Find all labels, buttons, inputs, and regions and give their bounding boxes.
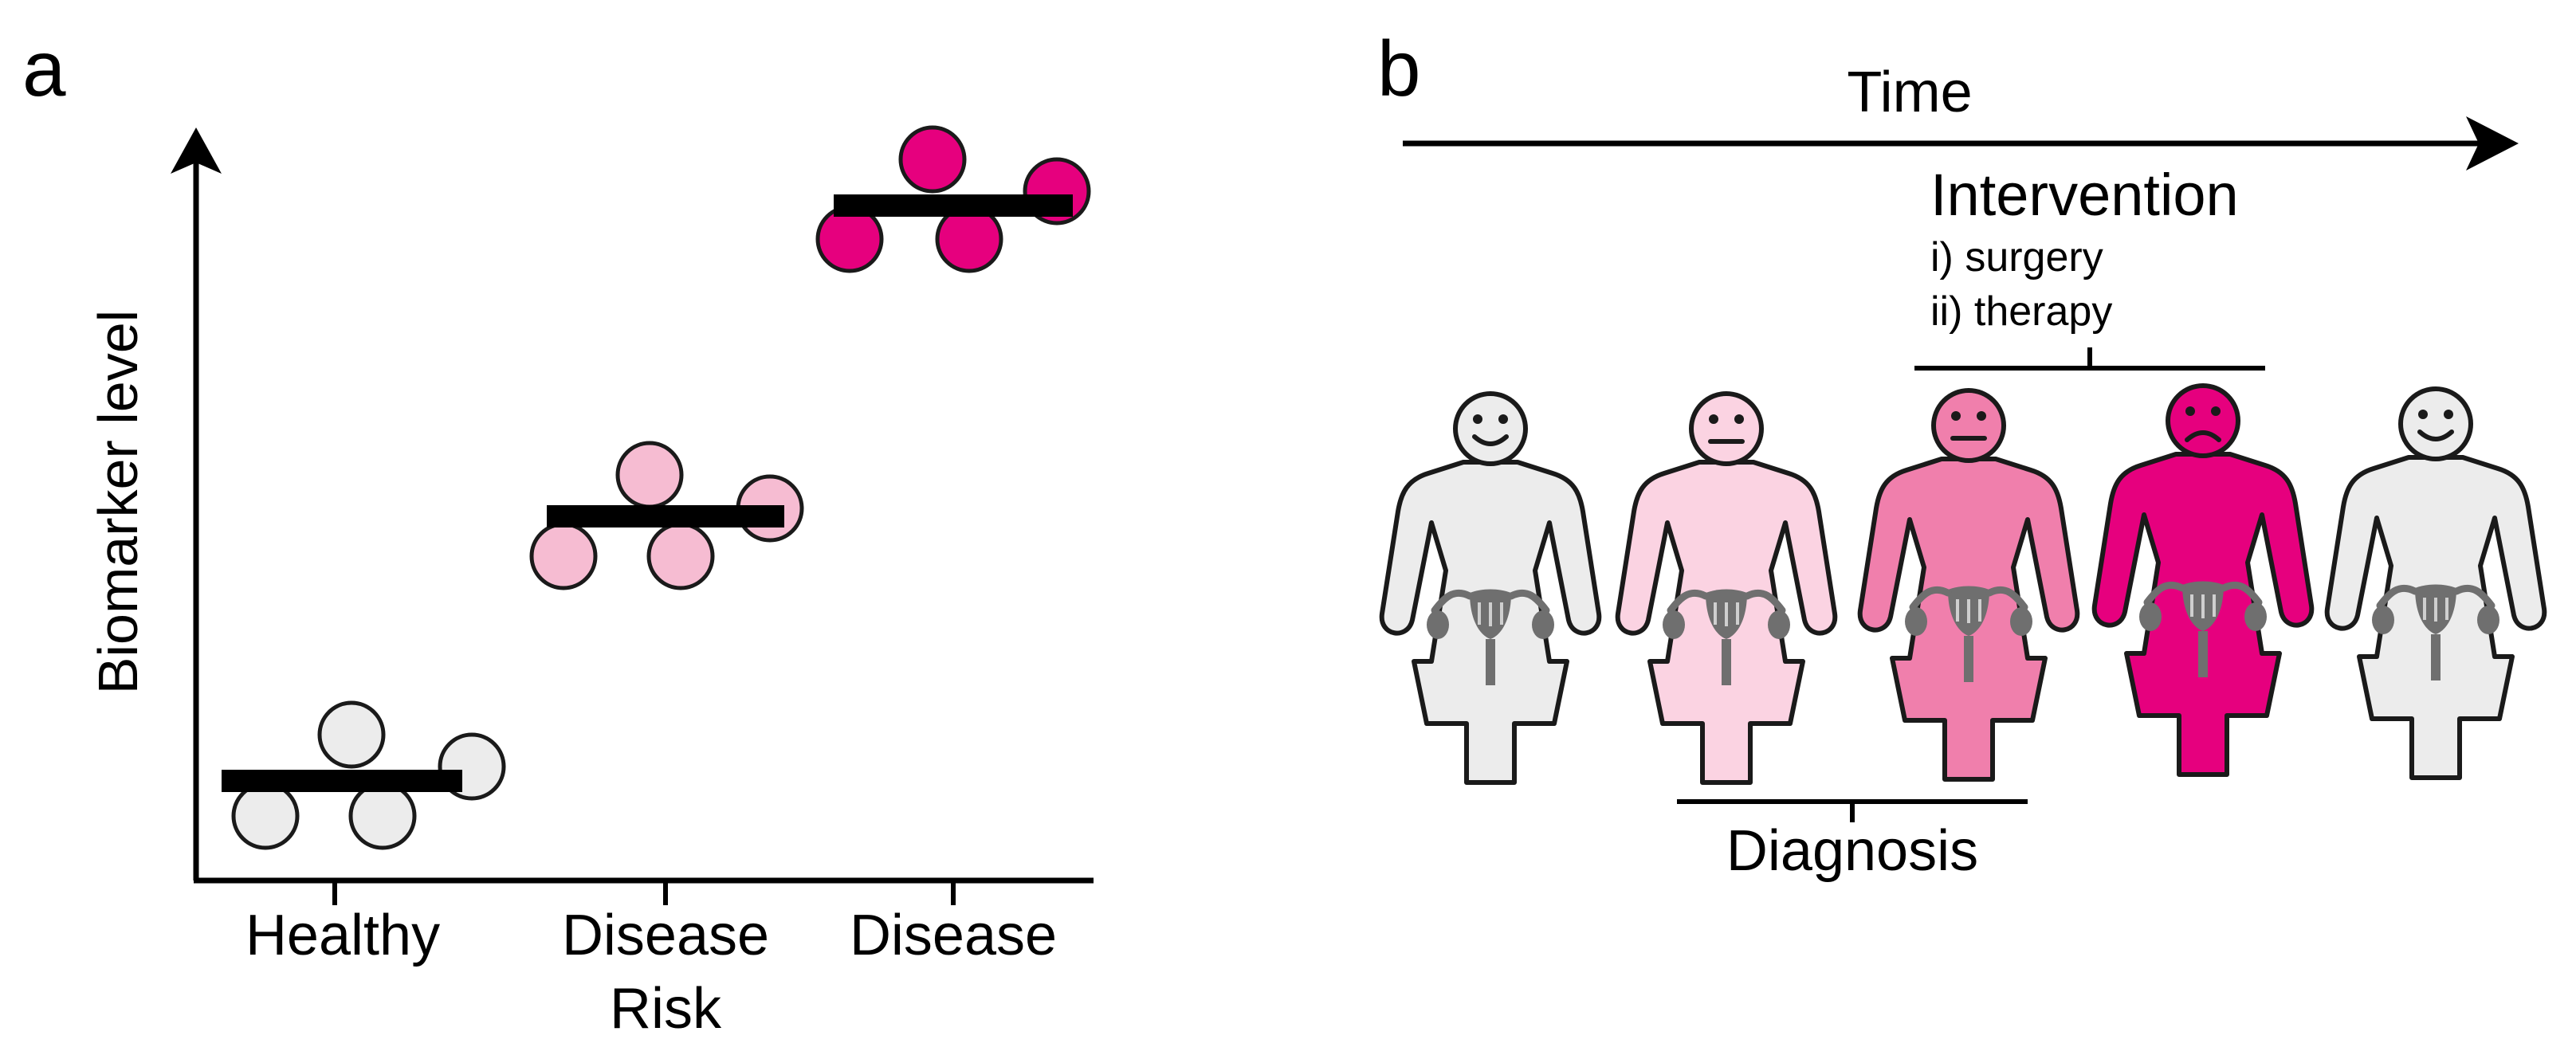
dot (317, 700, 386, 769)
y-axis-label: Biomarker level (87, 310, 149, 694)
dot (615, 441, 684, 509)
panel-a-letter: a (22, 25, 66, 112)
group-healthy (222, 700, 506, 850)
person-head (2166, 383, 2240, 458)
diagnosis-label: Diagnosis (1726, 819, 1978, 883)
time-arrowhead (2466, 116, 2519, 171)
diagnosis-bracket (1677, 799, 2028, 822)
intervention-bracket (1914, 347, 2265, 371)
x-tick-label-risk-line2: Risk (610, 977, 722, 1041)
mean-bar (834, 194, 1073, 217)
panel-a: a Biomarker level Healthy Diseas (22, 25, 1094, 1041)
group-disease-risk (529, 441, 804, 590)
x-tick-label-risk-line1: Disease (562, 904, 769, 967)
person-healthy (1379, 391, 1602, 785)
person-head (1453, 391, 1528, 466)
neutral-face-icon (1708, 414, 1745, 444)
sad-face-icon (2185, 406, 2221, 442)
y-axis-arrowhead (171, 127, 222, 174)
person-risk (1615, 391, 1838, 785)
intervention-item-therapy: ii) therapy (1930, 288, 2112, 335)
x-tick-label-disease: Disease (850, 904, 1057, 967)
time-label: Time (1847, 61, 1972, 124)
dot (898, 125, 967, 194)
panel-b-letter: b (1377, 25, 1421, 112)
person-disease (2091, 383, 2315, 777)
panel-a-axes (171, 127, 1094, 905)
dot (529, 522, 598, 590)
intervention-title: Intervention (1930, 162, 2239, 228)
group-disease (815, 125, 1091, 273)
mean-bar (222, 770, 462, 792)
dot (646, 522, 715, 590)
dot (348, 782, 417, 850)
person-recovered (2324, 386, 2547, 780)
smile-face-icon (1472, 414, 1509, 446)
person-early-disease (1857, 388, 2080, 782)
person-head (2398, 386, 2473, 461)
neutral-face-icon (1950, 411, 1987, 441)
mean-bar (547, 505, 784, 528)
smile-face-icon (2417, 410, 2454, 441)
person-head (1931, 388, 2006, 463)
intervention-item-surgery: i) surgery (1930, 234, 2103, 280)
person-head (1689, 391, 1764, 466)
dot (231, 782, 300, 850)
x-tick-label-healthy: Healthy (245, 904, 440, 967)
panel-b: b Time Intervention i) surgery ii) thera… (1377, 25, 2547, 883)
